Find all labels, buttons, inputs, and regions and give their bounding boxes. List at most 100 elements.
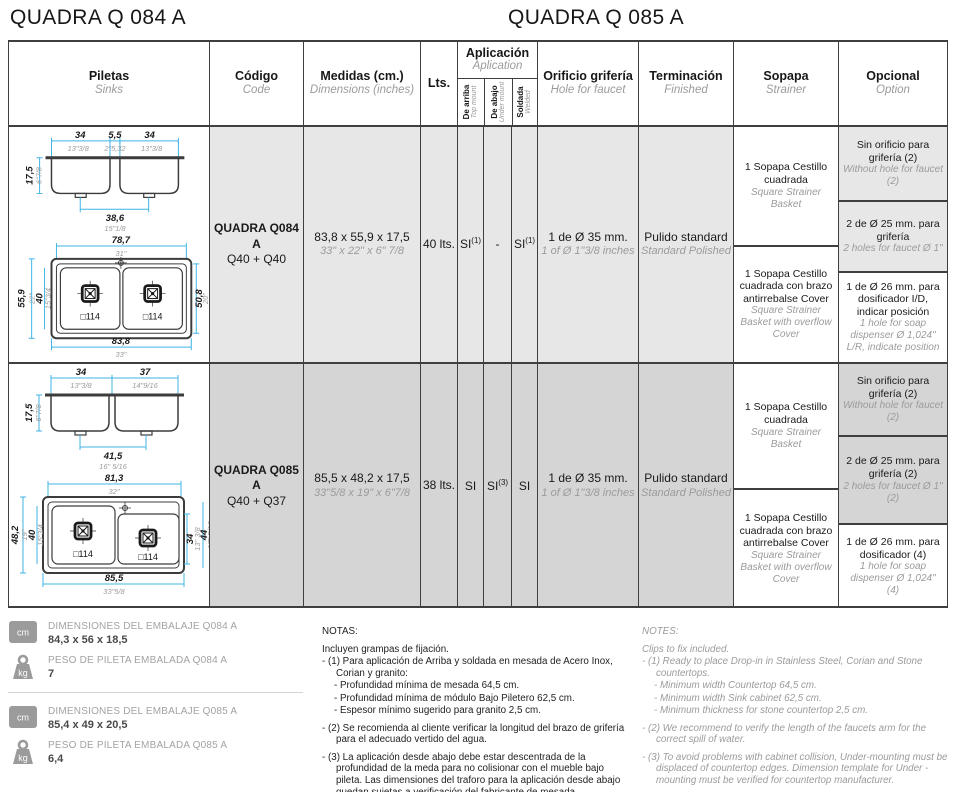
cell-soldada: SI — [511, 364, 537, 606]
strainer-drain-icon — [135, 525, 161, 551]
value-footnote: (1) — [471, 236, 482, 246]
vertical-sublabel: Welded — [525, 90, 533, 114]
cm-icon: cm — [9, 621, 37, 643]
cell-sopapa: 1 Sopapa Cestillo cuadrada Square Strain… — [733, 127, 838, 362]
dim-label-in: 13" 3/8 — [193, 526, 202, 550]
vertical-label: De arriba — [462, 84, 472, 120]
packaging-row: cm DIMENSIONES DEL EMBALAJE Q085 A 85,4 … — [8, 705, 310, 732]
dim-label: 17,5 — [24, 403, 35, 422]
dim-label-in: 22" — [28, 293, 37, 305]
header-label: Medidas (cm.) — [320, 69, 404, 84]
strainer-en: Square Strainer Basket — [750, 186, 822, 210]
cell-de-arriba: SI(1) — [457, 127, 483, 362]
header-piletas: Piletas Sinks — [9, 42, 209, 125]
notes-english: NOTES: Clips to fix included.- (1) Ready… — [642, 626, 957, 792]
option-en: 1 hole for soap dispenser Ø 1,024" L/R, … — [846, 318, 940, 354]
dim-label-in: 15"3/4 — [43, 288, 52, 309]
dim-label: 78,7 — [112, 234, 131, 245]
dim-label: 83,8 — [112, 335, 131, 346]
kg-icon-label: kg — [18, 668, 28, 678]
page-title-q084a: QUADRA Q 084 A — [10, 6, 187, 29]
packaging-value: 7 — [48, 668, 55, 681]
header-label: Piletas — [88, 69, 130, 84]
cell-orificio: 1 de Ø 35 mm. 1 of Ø 1"3/8 inches — [537, 364, 638, 606]
dim-label-in: 31" — [115, 249, 126, 258]
dimensions-inches: 33"5/8 x 19" x 6"7/8 — [313, 486, 411, 499]
value-si: SI — [486, 478, 499, 493]
value-footnote: (3) — [498, 477, 509, 487]
header-label: Aplicación — [465, 45, 530, 60]
dim-label: 50,8 — [193, 289, 204, 308]
packaging-label: PESO DE PILETA EMBALADA Q085 A — [48, 739, 228, 751]
header-opcional: Opcional Option — [838, 42, 947, 125]
dim-label-in: 15"3/4 — [36, 524, 45, 545]
header-sopapa: Sopapa Strainer — [733, 42, 838, 125]
packaging-label: DIMENSIONES DEL EMBALAJE Q085 A — [48, 705, 238, 717]
note-line: Clips to fix included. — [642, 643, 730, 655]
value-si: SI — [464, 478, 477, 493]
value-si: - — [495, 237, 500, 252]
packaging-value: 84,3 x 56 x 18,5 — [48, 634, 128, 646]
header-codigo: Código Code — [209, 42, 303, 125]
cell-orificio: 1 de Ø 35 mm. 1 of Ø 1"3/8 inches — [537, 127, 638, 362]
header-sublabel: Strainer — [765, 83, 807, 96]
header-sublabel: Aplication — [472, 60, 523, 73]
option-es: Sin orificio para grifería (2) — [856, 138, 930, 164]
note-line: - Profundidad mínima de módulo Bajo Pile… — [334, 692, 575, 704]
notes-spanish: NOTAS: Incluyen grampas de fijación.- (1… — [322, 626, 630, 792]
dim-label-in: 33"5/8 — [103, 587, 125, 596]
value-si: SI — [518, 478, 531, 493]
note-line: - Minimum width Sink cabinet 62,5 cm. — [654, 692, 822, 704]
header-label: Lts. — [427, 76, 451, 91]
packaging-label: DIMENSIONES DEL EMBALAJE Q084 A — [48, 621, 238, 632]
note-line: Incluyen grampas de fijación. — [322, 643, 449, 655]
cell-opcional: Sin orificio para grifería (2) Without h… — [838, 127, 947, 362]
packaging-value: 6,4 — [48, 752, 64, 765]
cell-de-abajo: - — [483, 127, 511, 362]
liters-value: 38 lts. — [422, 478, 455, 493]
cm-icon-label: cm — [17, 712, 29, 722]
table-header-row: Piletas Sinks Código Code Medidas (cm.) … — [9, 42, 947, 127]
dim-label: 34 — [75, 129, 86, 140]
option-en: 2 holes for faucet Ø 1" (2) — [843, 480, 943, 504]
option-en: Without hole for faucet (2) — [843, 164, 943, 188]
table-row-q085a: 34 37 13"3/8 14"9/16 17,5 6"7/8 41,5 16"… — [9, 364, 947, 606]
cell-de-abajo: SI(3) — [483, 364, 511, 606]
dimensions-cm: 85,5 x 48,2 x 17,5 — [314, 471, 410, 486]
faucet-hole-es: 1 de Ø 35 mm. — [548, 229, 628, 244]
packaging-value: 85,4 x 49 x 20,5 — [48, 718, 128, 731]
cell-terminacion: Pulido standard Standard Polished — [638, 127, 733, 362]
dim-label: 85,5 — [105, 573, 124, 584]
note-line: - (1) Ready to place Drop-in in Stainles… — [642, 656, 923, 679]
cell-codigo: QUADRA Q084 A Q40 + Q40 — [209, 127, 303, 362]
dim-label: 41,5 — [103, 451, 123, 462]
kg-icon: kg — [13, 654, 33, 680]
option-es: 1 de Ø 26 mm. para dosificador I/D, indi… — [846, 280, 940, 318]
header-sublabel: Hole for faucet — [550, 83, 626, 96]
cell-opcional: Sin orificio para grifería (2) Without h… — [838, 364, 947, 606]
dim-label-in: 2"5,32 — [103, 144, 126, 153]
packaging-label: PESO DE PILETA EMBALADA Q084 A — [48, 655, 228, 667]
note-line: - (3) To avoid problems with cabinet col… — [642, 751, 948, 787]
cell-sopapa: 1 Sopapa Cestillo cuadrada Square Strain… — [733, 364, 838, 606]
packaging-info: cm DIMENSIONES DEL EMBALAJE Q084 A 84,3 … — [8, 620, 310, 773]
dim-label-in: 6"7/8 — [34, 404, 43, 422]
header-sublabel: Dimensions (inches) — [309, 83, 415, 96]
notes-english-title: NOTES: — [642, 626, 679, 637]
divider — [8, 691, 303, 693]
option-2: 2 de Ø 25 mm. para grifería 2 holes for … — [839, 200, 947, 271]
sopapa-option-1: 1 Sopapa Cestillo cuadrada Square Strain… — [734, 364, 838, 488]
option-2: 2 de Ø 25 mm. para grifería (2) 2 holes … — [839, 435, 947, 523]
option-en: Without hole for faucet (2) — [843, 400, 943, 424]
dim-label: 55,9 — [16, 289, 27, 308]
strainer-es: 1 Sopapa Cestillo cuadrada — [744, 401, 828, 426]
header-sublabel: Sinks — [94, 83, 124, 96]
dimensions-cm: 83,8 x 55,9 x 17,5 — [314, 229, 410, 244]
product-code-sub: Q40 + Q37 — [226, 493, 287, 508]
value-footnote: (1) — [525, 236, 536, 246]
technical-drawing-q084a: 34 5,5 34 13"3/8 2"5,32 13"3/8 17,5 6"7/… — [16, 129, 209, 359]
